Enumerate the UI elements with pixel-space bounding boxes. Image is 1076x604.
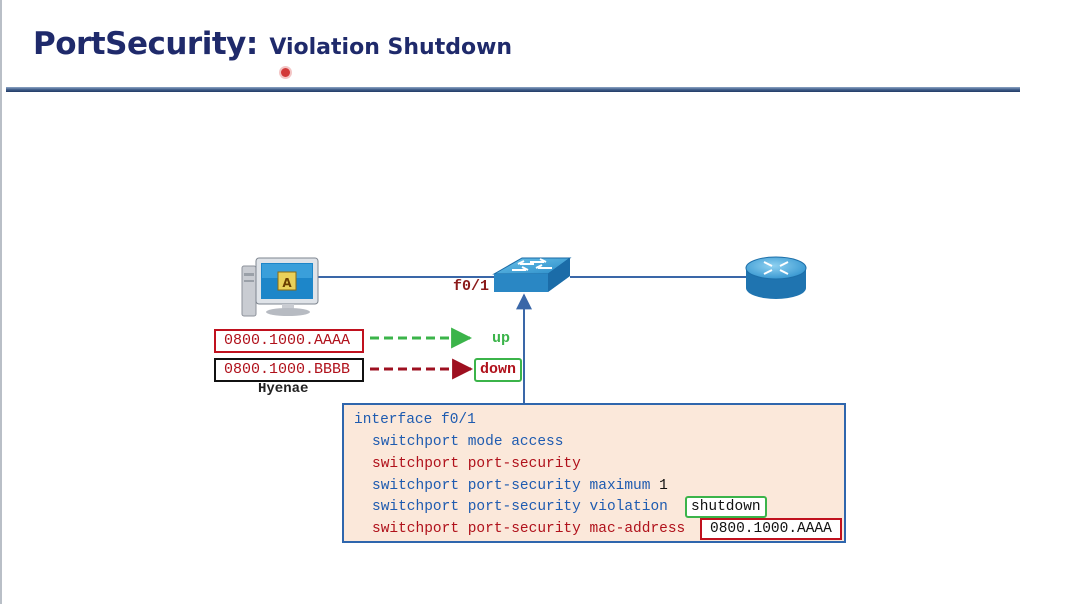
config-line-mac-address: switchport port-security mac-address <box>372 521 686 537</box>
config-maximum-value: 1 <box>659 478 668 494</box>
switch-icon <box>492 257 572 292</box>
mac-address-b: 0800.1000.BBBB <box>214 358 364 382</box>
title-sub: Violation Shutdown <box>269 35 513 60</box>
left-edge-line <box>0 0 2 604</box>
config-line-interface: interface f0/1 <box>354 412 476 428</box>
config-line-violation: switchport port-security violation <box>372 499 668 515</box>
mac-address-a: 0800.1000.AAAA <box>214 329 364 353</box>
mac-address-highlight: 0800.1000.AAAA <box>700 518 842 540</box>
mouse-pointer-icon <box>281 68 290 77</box>
title-main: PortSecurity: <box>33 26 258 62</box>
config-box: interface f0/1 switchport mode access sw… <box>342 403 846 543</box>
config-line-mode: switchport mode access <box>372 434 564 450</box>
pc-badge: A <box>282 276 292 290</box>
router-icon <box>745 256 807 299</box>
slide-title: PortSecurity: Violation Shutdown <box>33 26 512 62</box>
violation-shutdown-highlight: shutdown <box>685 496 767 518</box>
config-line-maximum: switchport port-security maximum 1 <box>372 477 668 495</box>
config-line-port-security: switchport port-security <box>372 456 581 472</box>
pc-icon <box>241 257 319 317</box>
interface-label: f0/1 <box>453 278 490 295</box>
state-up-label: up <box>492 330 511 347</box>
state-down-label: down <box>474 358 523 382</box>
pc-name-label: Hyenae <box>258 381 309 397</box>
title-divider <box>6 87 1020 92</box>
config-maximum-prefix: switchport port-security maximum <box>372 478 651 494</box>
